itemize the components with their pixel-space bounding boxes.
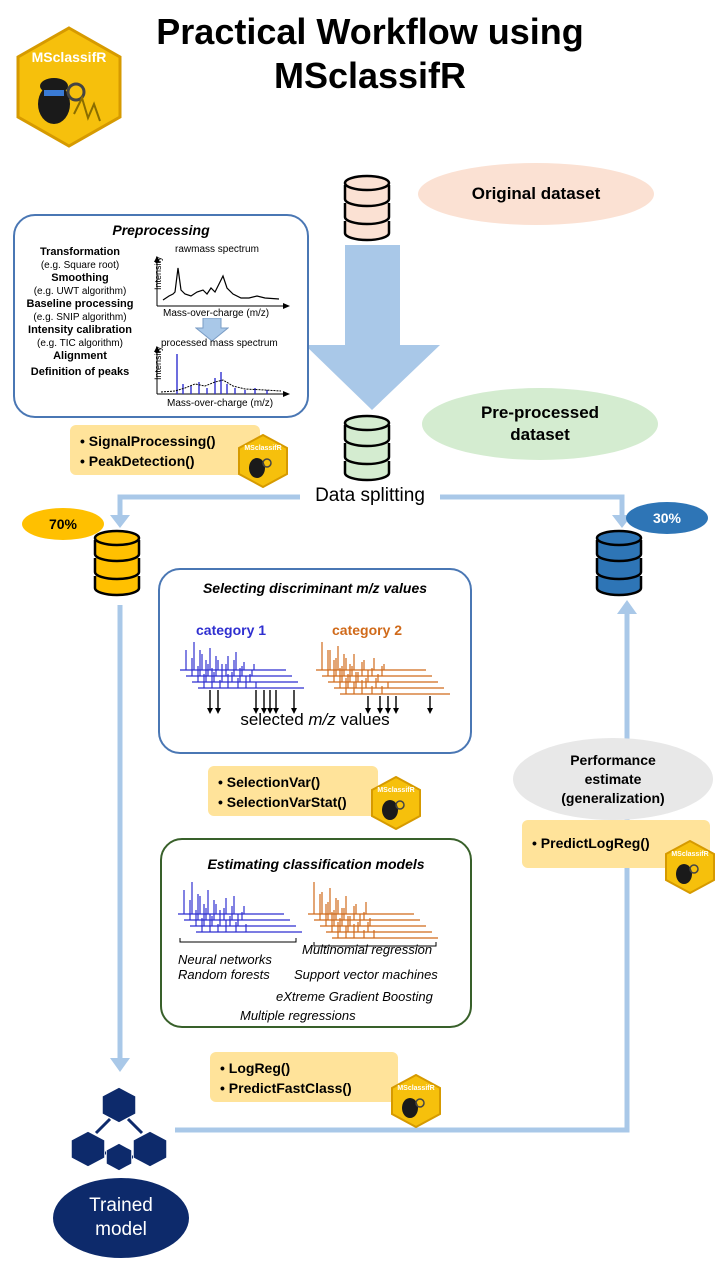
raw-spectrum-label: rawmass spectrum	[175, 244, 259, 255]
msclassifr-small-logo-1: MSclassifR	[238, 434, 288, 488]
msclassifr-small-logo-3: MSclassifR	[391, 1074, 441, 1128]
selected-mz-values-label: selected m/z values	[240, 710, 390, 729]
train-arrowhead	[110, 1058, 130, 1072]
estimating-panel: Estimating classification models Multino…	[160, 838, 472, 1028]
category-2-label: category 2	[332, 622, 403, 638]
title-line-2: MSclassifR	[273, 55, 467, 96]
model-svm: Support vector machines	[294, 967, 438, 982]
svg-text:MSclassifR: MSclassifR	[671, 851, 708, 858]
big-down-arrow	[305, 245, 440, 410]
model-functions: • LogReg() • PredictFastClass()	[210, 1052, 398, 1102]
model-random-forests: Random forests	[178, 967, 270, 982]
model-spectra	[178, 882, 438, 947]
title-line-1: Practical Workflow using	[156, 11, 584, 52]
logreg-fn: • LogReg()	[220, 1060, 291, 1076]
split-line-right	[440, 494, 625, 518]
svg-text:MSclassifR: MSclassifR	[32, 49, 107, 65]
msclassifr-small-logo-4: MSclassifR	[665, 840, 715, 894]
test-arrowhead	[617, 600, 637, 614]
selection-functions: • SelectionVar() • SelectionVarStat()	[208, 766, 378, 816]
predict-fast-class-fn: • PredictFastClass()	[220, 1080, 352, 1096]
svg-text:MSclassifR: MSclassifR	[397, 1085, 434, 1092]
category-1-label: category 1	[196, 622, 267, 638]
preprocessing-steps: Transformation(e.g. Square root) Smoothi…	[26, 246, 134, 378]
raw-spectrum-plot: Intensity	[153, 256, 290, 309]
selecting-panel: Selecting discriminant m/z values catego…	[158, 568, 472, 754]
data-splitting-label: Data splitting	[315, 485, 425, 506]
performance-estimate: Performance estimate (generalization)	[513, 738, 713, 820]
model-network-icon	[70, 1086, 168, 1172]
test-database-icon	[595, 529, 643, 597]
model-xgboost: eXtreme Gradient Boosting	[276, 989, 433, 1004]
split-line-left	[117, 494, 300, 518]
preprocessed-database-icon	[343, 414, 391, 482]
split-arrowhead-left	[110, 515, 130, 528]
preprocessing-panel: Preprocessing Transformation(e.g. Square…	[13, 214, 309, 418]
category-spectra	[180, 642, 450, 714]
predict-logreg-fn: • PredictLogReg()	[532, 835, 650, 851]
preprocessing-title: Preprocessing	[112, 222, 210, 238]
model-multiple-regressions: Multiple regressions	[240, 1008, 356, 1023]
svg-text:MSclassifR: MSclassifR	[244, 445, 281, 452]
svg-text:MSclassifR: MSclassifR	[377, 787, 414, 794]
preprocessing-functions: • SignalProcessing() • PeakDetection()	[70, 425, 260, 475]
selection-var-stat-fn: • SelectionVarStat()	[218, 794, 347, 810]
processed-spectrum-label: processed mass spectrum	[161, 338, 278, 349]
estimating-title: Estimating classification models	[207, 856, 425, 872]
selecting-title: Selecting discriminant m/z values	[202, 580, 428, 596]
model-list: Multinomial regression Neural networks R…	[162, 942, 470, 1026]
model-neural-networks: Neural networks	[178, 952, 272, 967]
svg-text:Intensity: Intensity	[153, 346, 163, 380]
train-database-icon	[93, 529, 141, 597]
process-arrow	[195, 318, 229, 342]
original-database-icon	[343, 174, 391, 242]
page-title: Practical Workflow using MSclassifR	[120, 10, 620, 98]
model-multinomial: Multinomial regression	[302, 942, 433, 957]
processed-spectrum-plot: Intensity	[153, 346, 290, 397]
processed-x-axis-label: Mass-over-charge (m/z)	[167, 398, 274, 409]
svg-text:Intensity: Intensity	[153, 256, 163, 290]
peak-detection-fn: • PeakDetection()	[80, 453, 195, 469]
test-split-badge: 30%	[626, 502, 708, 534]
selection-var-fn: • SelectionVar()	[218, 774, 321, 790]
original-dataset-label: Original dataset	[418, 163, 654, 225]
raw-x-axis-label: Mass-over-charge (m/z)	[163, 308, 270, 319]
train-split-badge: 70%	[22, 508, 104, 540]
signal-processing-fn: • SignalProcessing()	[80, 433, 216, 449]
msclassifr-logo: MSclassifR	[16, 26, 122, 148]
msclassifr-small-logo-2: MSclassifR	[371, 776, 421, 830]
